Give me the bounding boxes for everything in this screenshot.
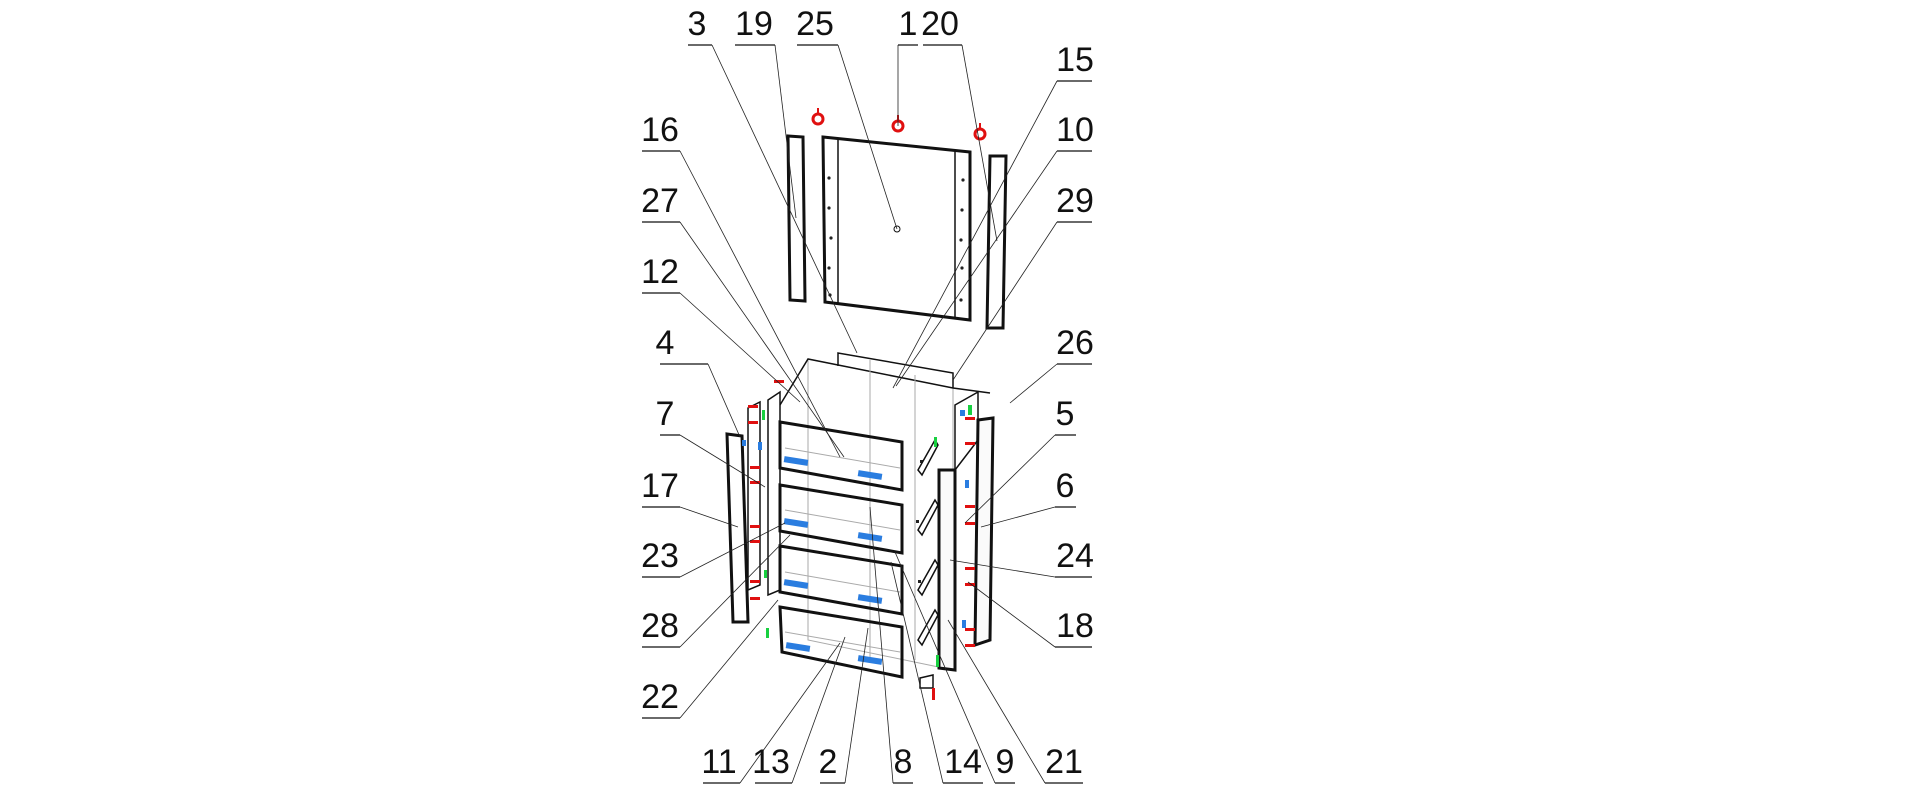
part-label: 4: [656, 324, 675, 362]
part-label: 8: [894, 743, 913, 781]
part-label: 19: [735, 5, 773, 43]
part-label: 22: [641, 678, 679, 716]
part-label: 13: [752, 743, 790, 781]
screw-icons: [811, 108, 987, 141]
part-label: 6: [1056, 467, 1075, 505]
left-frame: [747, 400, 761, 592]
part-labels: 3 19 25 1 20 15 16 27 12 4 7 17 23 28 22…: [641, 5, 1094, 784]
part-label: 25: [796, 5, 834, 43]
part-label: 21: [1045, 743, 1083, 781]
bracket-icon: [919, 674, 934, 689]
part-label: 23: [641, 537, 679, 575]
left-top-strip: [786, 134, 807, 303]
part-label: 14: [944, 743, 982, 781]
part-label: 26: [1056, 324, 1094, 362]
part-label: 17: [641, 467, 679, 505]
part-label: 20: [921, 5, 959, 43]
part-label: 28: [641, 607, 679, 645]
part-label: 15: [1056, 41, 1094, 79]
right-top-strip: [985, 154, 1008, 330]
fittings: [742, 380, 975, 700]
left-inner-frame: [767, 390, 781, 597]
leader-lines: [679, 44, 1058, 784]
part-label: 29: [1056, 182, 1094, 220]
part-label: 24: [1056, 537, 1094, 575]
part-label: 1: [899, 5, 918, 43]
part-label: 9: [996, 743, 1015, 781]
part-label: 27: [641, 182, 679, 220]
part-label: 18: [1056, 607, 1094, 645]
part-label: 10: [1056, 111, 1094, 149]
part-label: 11: [701, 743, 736, 781]
part-label: 5: [1056, 395, 1075, 433]
part-label: 12: [641, 253, 679, 291]
carcass: [779, 352, 995, 672]
part-label: 2: [819, 743, 838, 781]
left-side-panel: [725, 432, 750, 624]
part-label: 16: [641, 111, 679, 149]
drawers: [778, 420, 939, 689]
part-label: 3: [688, 5, 707, 43]
part-label: 7: [656, 395, 675, 433]
